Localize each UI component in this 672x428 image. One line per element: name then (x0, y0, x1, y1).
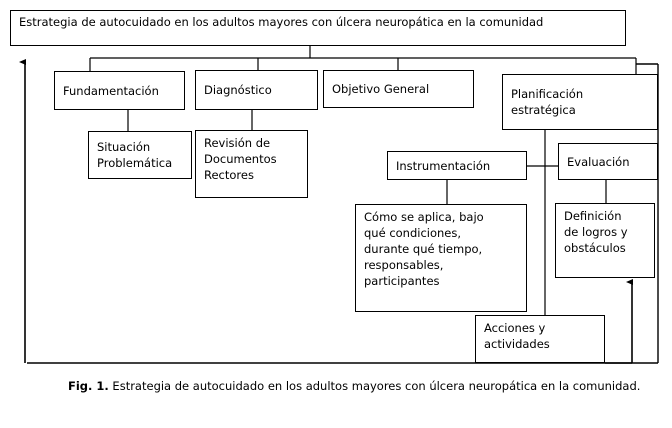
node-acciones-actividades: Acciones y actividades (475, 315, 605, 363)
node-title-strategy: Estrategia de autocuidado en los adultos… (10, 10, 626, 46)
node-definicion-logros-obstaculos: Definición de logros y obstáculos (555, 203, 655, 278)
figure-caption: Fig. 1. Estrategia de autocuidado en los… (68, 378, 656, 394)
node-situacion-problematica: Situación Problemática (88, 131, 192, 179)
node-objetivo-general: Objetivo General (323, 70, 474, 108)
node-planificacion-estrategica: Planificación estratégica (502, 74, 658, 130)
node-revision-documentos-rectores: Revisión de Documentos Rectores (195, 130, 308, 198)
feedback-arrow-acciones-definicion (605, 279, 633, 364)
node-evaluacion: Evaluación (558, 143, 658, 180)
caption-label: Fig. 1. (68, 379, 109, 393)
node-fundamentacion: Fundamentación (54, 71, 185, 110)
caption-text: Estrategia de autocuidado en los adultos… (108, 379, 641, 393)
node-como-se-aplica: Cómo se aplica, bajo qué condiciones, du… (355, 204, 527, 312)
node-instrumentacion: Instrumentación (387, 151, 527, 180)
node-diagnostico: Diagnóstico (195, 70, 318, 110)
